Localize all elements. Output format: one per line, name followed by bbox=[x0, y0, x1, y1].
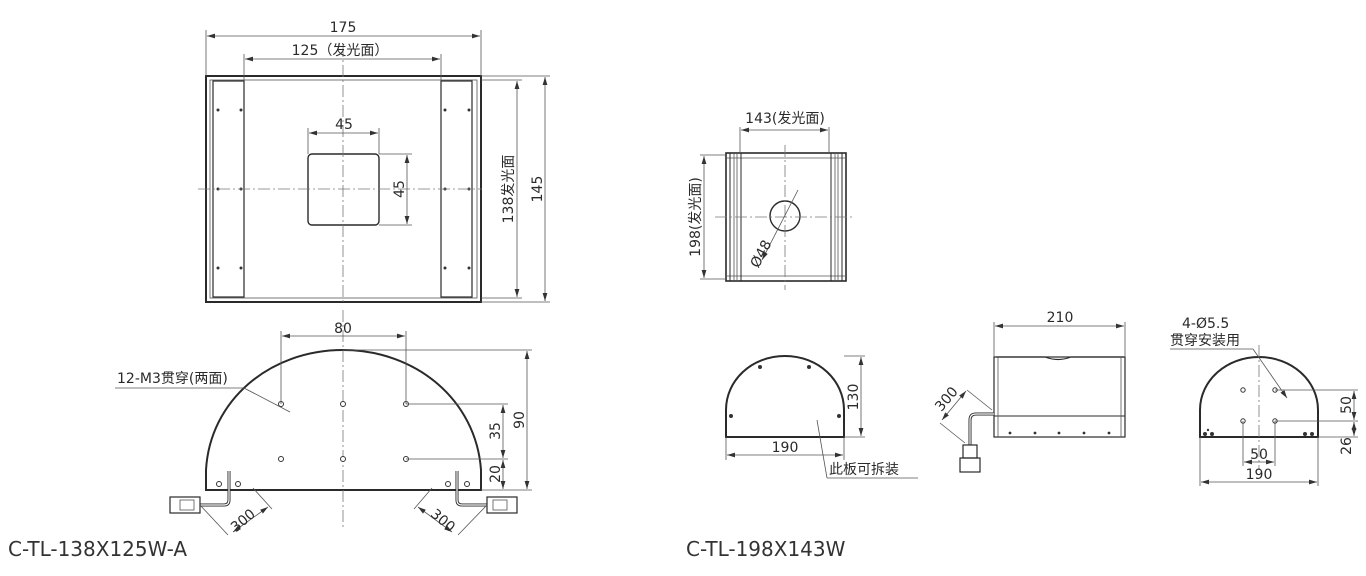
model-label-1: C-TL-138X125W-A bbox=[8, 537, 187, 561]
dim-overall-width: 175 bbox=[330, 20, 357, 36]
mounting-holes bbox=[216, 108, 471, 270]
m3-holes bbox=[278, 401, 409, 462]
drawing-2-front-view: 210 300 bbox=[932, 310, 1126, 473]
hole-note: 12-M3贯穿(两面) bbox=[117, 371, 228, 387]
dim-window-height: 45 bbox=[392, 180, 408, 198]
dim-emitting-height: 138发光面 bbox=[501, 155, 517, 224]
removable-plate-note: 此板可拆装 bbox=[829, 462, 899, 478]
model-label-2: C-TL-198X143W bbox=[686, 537, 846, 561]
dim-cable-right: 300 bbox=[427, 506, 458, 535]
hole-note-line1: 4-Ø5.5 bbox=[1182, 316, 1229, 332]
dim-row-spacing-2: 50 bbox=[1339, 396, 1355, 414]
dim-emitting-width: 125（发光面） bbox=[292, 43, 389, 59]
dim-overall-height-side: 90 bbox=[512, 411, 528, 429]
dim-bottom-offset: 20 bbox=[488, 465, 504, 483]
front-holes bbox=[1008, 431, 1111, 435]
dim-row-spacing: 35 bbox=[488, 422, 504, 440]
dim-plate-height: 130 bbox=[846, 384, 862, 411]
cable-connector-left: 300 bbox=[169, 471, 273, 536]
dim-overall-width-2: 190 bbox=[1246, 467, 1273, 483]
dim-hole-spacing-2: 50 bbox=[1250, 447, 1268, 463]
cable-connector-front: 300 bbox=[932, 384, 994, 473]
dim-emitting-height-2: 198(发光面) bbox=[688, 177, 704, 257]
dim-cable-left: 300 bbox=[228, 506, 259, 535]
dim-cable-front: 300 bbox=[932, 384, 961, 415]
dim-bottom-offset-2: 26 bbox=[1339, 437, 1355, 455]
dim-hole-spacing: 80 bbox=[334, 321, 352, 337]
drawing-1-side-view: 12-M3贯穿(两面) 80 35 20 90 300 bbox=[115, 310, 532, 536]
drawing-2-top-view: Ø48 143(发光面) 198(发光面) bbox=[688, 111, 855, 290]
camera-window bbox=[307, 153, 380, 226]
drawing-2-side-view: 4-Ø5.5 贯穿安装用 50 26 50 190 bbox=[1170, 316, 1358, 486]
dim-plate-width: 190 bbox=[772, 440, 799, 456]
dim-overall-height: 145 bbox=[530, 176, 546, 203]
dim-window-width: 45 bbox=[335, 117, 353, 133]
hole-note-line2: 贯穿安装用 bbox=[1170, 333, 1240, 349]
dim-length: 210 bbox=[1047, 310, 1074, 326]
dim-emitting-width-2: 143(发光面) bbox=[745, 111, 825, 127]
drawing-2-end-plate: 130 190 此板可拆装 bbox=[725, 354, 918, 479]
drawing-1-top-view: 175 125（发光面） 45 45 138发光面 145 bbox=[198, 20, 550, 305]
mounting-holes-side bbox=[1203, 387, 1314, 436]
